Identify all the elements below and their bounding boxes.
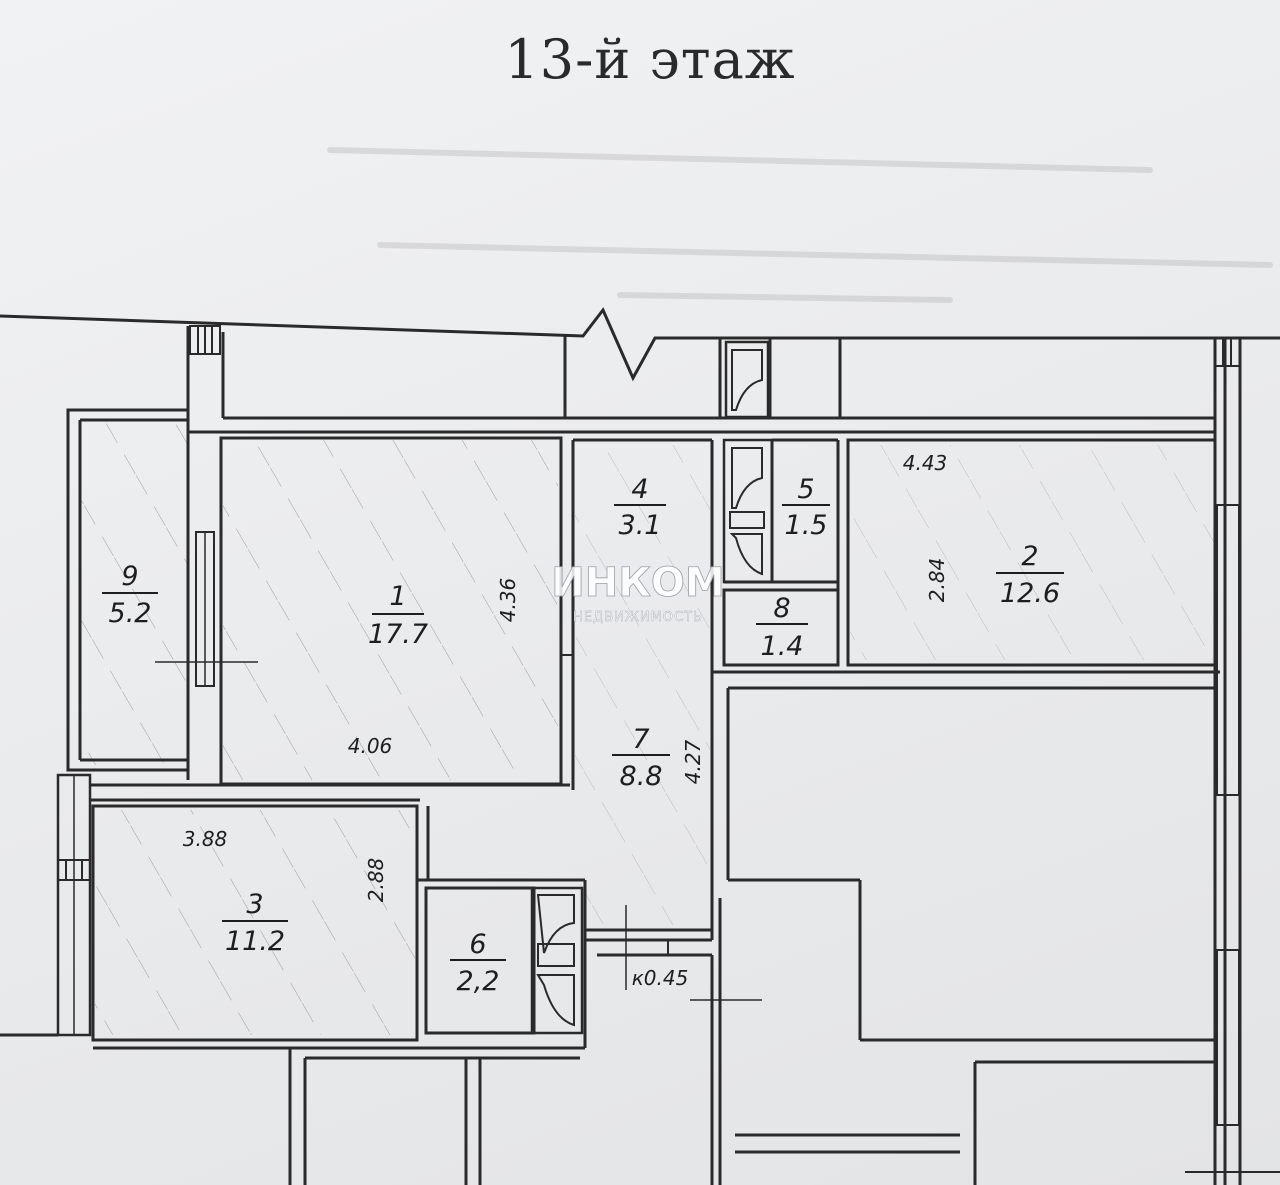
room-3-width: 3.88 (183, 827, 228, 851)
room-9-number: 9 (121, 561, 138, 592)
room-1-width: 4.06 (348, 734, 393, 758)
room-5-area: 1.5 (785, 510, 828, 541)
room-4-number: 4 (631, 474, 648, 505)
room-9-area: 5.2 (109, 598, 152, 629)
room-4-area: 3.1 (619, 510, 662, 541)
room-1-length: 4.36 (496, 578, 520, 623)
ghost-print (327, 147, 1273, 303)
floor-title: 13-й этаж (504, 28, 796, 91)
room-3-area: 11.2 (225, 926, 285, 957)
room-7-length: 4.27 (681, 739, 705, 784)
room-3-length: 2.88 (364, 858, 388, 903)
room-2-number: 2 (1021, 541, 1038, 572)
room-3-number: 3 (246, 889, 263, 920)
room-6-area: 2,2 (457, 966, 500, 997)
room-5-number: 5 (797, 474, 814, 505)
room-7-number: 7 (632, 724, 649, 755)
room-8-number: 8 (773, 593, 790, 624)
room-8-area: 1.4 (761, 631, 804, 662)
room-labels: 1 17.7 2 12.6 3 11.2 4 3.1 5 1.5 6 2,2 (102, 474, 1064, 997)
room-2-area: 12.6 (1000, 578, 1060, 609)
watermark-brand: ИНКОМ (551, 560, 724, 606)
exterior-top-wall (0, 307, 1280, 382)
walls (0, 307, 1280, 1185)
dimension-labels: 4.06 4.36 4.43 2.84 3.88 2.88 4.27 к0.45 (183, 451, 949, 990)
watermark: ИНКОМ НЕДВИЖИМОСТЬ (551, 560, 725, 626)
room-6-number: 6 (469, 929, 486, 960)
level-mark: к0.45 (632, 966, 689, 990)
room-2-width: 4.43 (903, 451, 948, 475)
room-1-number: 1 (389, 581, 406, 612)
room-7-area: 8.8 (620, 761, 663, 792)
room-1-area: 17.7 (368, 619, 428, 650)
wall-columns (57, 325, 1241, 881)
watermark-tagline: НЕДВИЖИМОСТЬ (573, 610, 703, 625)
room-hatching (80, 420, 1215, 1035)
vent-shafts (536, 349, 765, 1027)
room-2-length: 2.84 (925, 558, 949, 603)
